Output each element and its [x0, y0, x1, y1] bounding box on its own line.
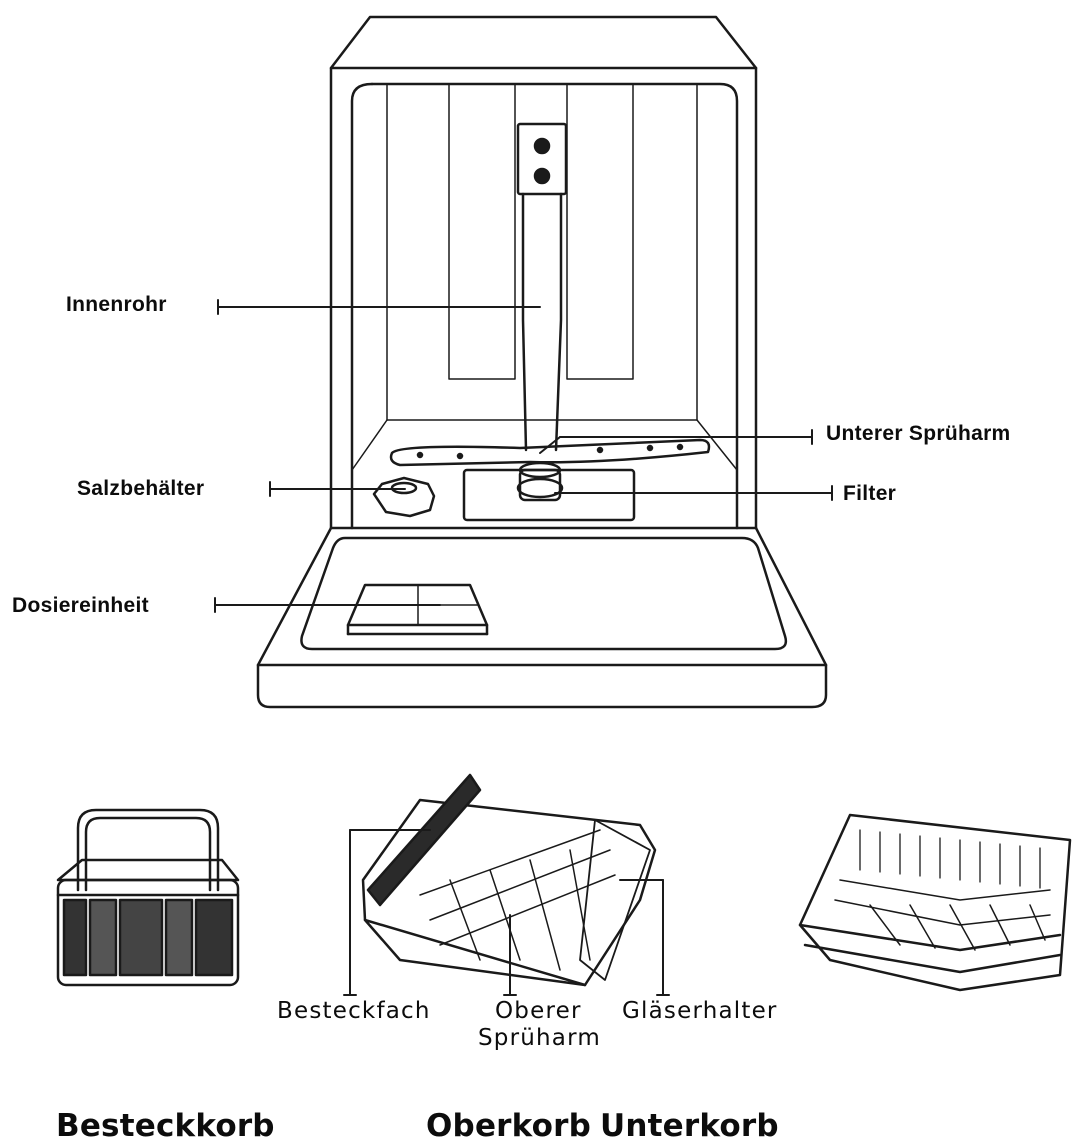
label-innenrohr: Innenrohr [66, 293, 167, 316]
label-salzbehalter: Salzbehälter [77, 477, 205, 500]
label-oberer-spruharm-line1: Oberer [495, 998, 582, 1024]
title-oberkorb: Oberkorb [426, 1108, 592, 1144]
title-unterkorb: Unterkorb [600, 1108, 779, 1144]
label-filter: Filter [843, 482, 897, 505]
label-unterer-spruharm: Unterer Sprüharm [826, 422, 1011, 445]
lower-basket [798, 813, 1072, 992]
dishwasher-door [256, 526, 828, 709]
dishwasher-tub [350, 82, 739, 530]
label-dosiereinheit: Dosiereinheit [12, 594, 149, 617]
upper-basket [343, 773, 670, 996]
cutlery-basket [56, 808, 240, 987]
label-besteckfach: Besteckfach [277, 998, 431, 1024]
inner-pipe [516, 122, 568, 452]
leader-lines [214, 299, 833, 613]
salt-container [372, 476, 436, 518]
title-besteckkorb: Besteckkorb [56, 1108, 275, 1144]
label-glaserhalter: Gläserhalter [622, 998, 778, 1024]
label-oberer-spruharm-line2: Sprüharm [478, 1025, 601, 1051]
lower-spray-arm [389, 438, 711, 467]
filter-plate [462, 461, 636, 522]
dishwasher-top [329, 15, 758, 530]
